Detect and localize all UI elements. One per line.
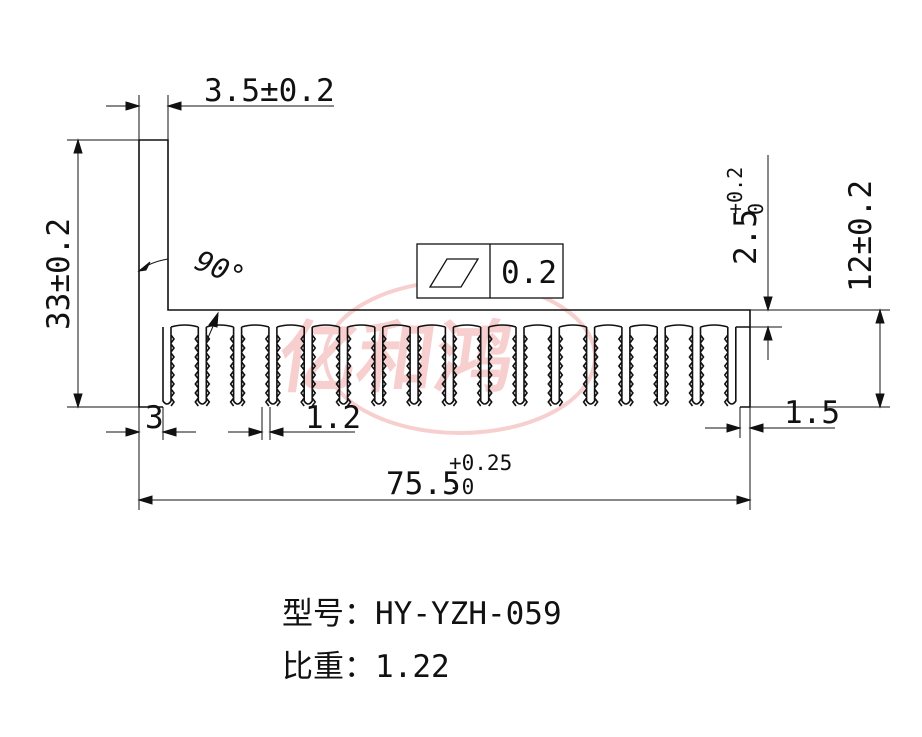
base-thickness-upper-tol: +0.2 — [723, 167, 747, 215]
fin-height-label: 12±0.2 — [843, 180, 879, 292]
overall-width-nominal: 75.5 — [386, 466, 461, 502]
base-thickness-lower-tol: 0 — [744, 203, 768, 215]
end-fin-thickness-label: 1.5 — [784, 395, 840, 431]
fin-array — [139, 324, 750, 408]
profile-outline — [138, 139, 751, 408]
gravity-value: 1.22 — [375, 649, 450, 685]
gravity-label: 比重： — [282, 649, 375, 685]
extension-lines — [67, 95, 890, 510]
fin-thickness-label: 1.2 — [305, 400, 361, 436]
top-wall-thickness-label: 3.5±0.2 — [204, 73, 335, 109]
model-value: HY-YZH-059 — [375, 596, 562, 632]
gravity-line: 比重：1.22 — [282, 641, 450, 686]
dimension-lines — [73, 101, 885, 505]
model-label: 型号： — [282, 596, 375, 632]
flatness-value: 0.2 — [501, 255, 557, 291]
profile-body — [138, 139, 751, 407]
end-offset-label: 3 — [145, 400, 164, 436]
flatness-frame: 0.2 — [416, 243, 564, 299]
overall-height-label: 33±0.2 — [41, 218, 77, 330]
watermark-text: 亿和鸿 — [273, 313, 520, 404]
overall-width-lower-tol: -0 — [449, 475, 474, 499]
flatness-icon — [428, 258, 480, 288]
model-line: 型号：HY-YZH-059 — [282, 588, 562, 633]
dimension-texts: 3.5±0.2 33±0.2 90° 2.5 +0.2 0 12±0.2 3 1… — [41, 73, 879, 502]
base-thickness-nominal: 2.5 — [728, 209, 764, 265]
angle-label: 90° — [190, 244, 249, 294]
base-thickness-label: 2.5 +0.2 0 — [723, 167, 768, 265]
overall-width-upper-tol: +0.25 — [449, 451, 512, 475]
